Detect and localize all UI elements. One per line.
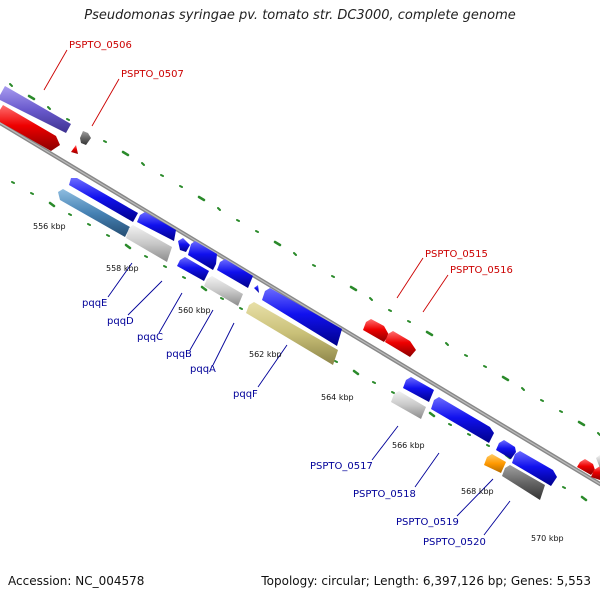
kbp-label: 558 kbp — [106, 264, 139, 273]
topology-label: Topology: circular; Length: 6,397,126 bp… — [261, 574, 591, 588]
gene-PSPTO_0506[interactable] — [0, 86, 71, 133]
upper-tick-track — [9, 83, 600, 436]
kbp-label: 568 kbp — [461, 487, 494, 496]
label-PSPTO_0507: PSPTO_0507 — [121, 69, 184, 80]
label-PSPTO_0520: PSPTO_0520 — [423, 537, 486, 548]
label-pqqA: pqqA — [190, 364, 216, 375]
gene-pqqD-blue[interactable] — [178, 238, 190, 252]
gene-pqqB-silver[interactable] — [204, 276, 243, 306]
map-title: Pseudomonas syringae pv. tomato str. DC3… — [84, 8, 516, 23]
label-pqqC: pqqC — [137, 332, 163, 343]
label-PSPTO_0506: PSPTO_0506 — [69, 40, 132, 51]
gene-right-silver[interactable] — [596, 455, 600, 468]
kbp-label: 566 kbp — [392, 441, 425, 450]
gene-PSPTO_0519[interactable] — [484, 454, 506, 473]
gene-PSPTO_0506-red-1[interactable] — [0, 105, 60, 151]
gene-pqqD-silver[interactable] — [126, 225, 172, 262]
label-PSPTO_0519: PSPTO_0519 — [396, 517, 459, 528]
label-pqqB: pqqB — [166, 349, 192, 360]
label-PSPTO_0515: PSPTO_0515 — [425, 249, 488, 260]
lower-tick-track — [11, 181, 588, 502]
gene-PSPTO_0507-red[interactable] — [71, 145, 78, 154]
kbp-label: 564 kbp — [321, 393, 354, 402]
gene-pqqA[interactable] — [254, 285, 259, 293]
gene-pqqE-steel[interactable] — [58, 189, 130, 237]
gene-pqqF-blue[interactable] — [69, 178, 138, 222]
gene-PSPTO_0515[interactable] — [363, 319, 389, 342]
gene-pqqB-blue[interactable] — [217, 259, 253, 288]
gene-PSPTO_0517-blue[interactable] — [403, 377, 434, 402]
gene-pqqF-khaki[interactable] — [246, 302, 338, 365]
label-pqqD: pqqD — [107, 316, 134, 327]
kbp-labels: 556 kbp 558 kbp 560 kbp 562 kbp 564 kbp … — [33, 222, 564, 543]
gene-features — [0, 86, 600, 500]
kbp-label: 560 kbp — [178, 306, 211, 315]
gene-labels: PSPTO_0506 PSPTO_0507 PSPTO_0515 PSPTO_0… — [69, 40, 513, 548]
gene-right-red-2[interactable] — [591, 466, 600, 480]
label-PSPTO_0517: PSPTO_0517 — [310, 461, 373, 472]
gene-PSPTO_0507[interactable] — [80, 131, 91, 145]
label-pqqF: pqqF — [233, 389, 258, 400]
gene-pqqE-blue[interactable] — [137, 212, 176, 241]
kbp-label: 562 kbp — [249, 350, 282, 359]
gene-pqqC-blue[interactable] — [188, 241, 217, 270]
gene-PSPTO_0516[interactable] — [385, 331, 416, 357]
callout-lines — [43, 49, 511, 536]
gene-PSPTO_0517[interactable] — [391, 391, 426, 419]
label-pqqE: pqqE — [82, 298, 107, 309]
gene-PSPTO_0520-blue[interactable] — [512, 451, 557, 486]
kbp-label: 556 kbp — [33, 222, 66, 231]
kbp-label: 570 kbp — [531, 534, 564, 543]
label-PSPTO_0516: PSPTO_0516 — [450, 265, 513, 276]
gene-pqqF-main[interactable] — [262, 288, 342, 346]
gene-PSPTO_0520[interactable] — [502, 465, 545, 500]
gene-pqqC-blue-2[interactable] — [177, 257, 209, 281]
accession-label: Accession: NC_004578 — [8, 574, 145, 588]
gene-right-red[interactable] — [577, 459, 595, 475]
label-PSPTO_0518: PSPTO_0518 — [353, 489, 416, 500]
gene-PSPTO_0518[interactable] — [431, 397, 494, 443]
gene-PSPTO_0518-b[interactable] — [496, 440, 516, 459]
